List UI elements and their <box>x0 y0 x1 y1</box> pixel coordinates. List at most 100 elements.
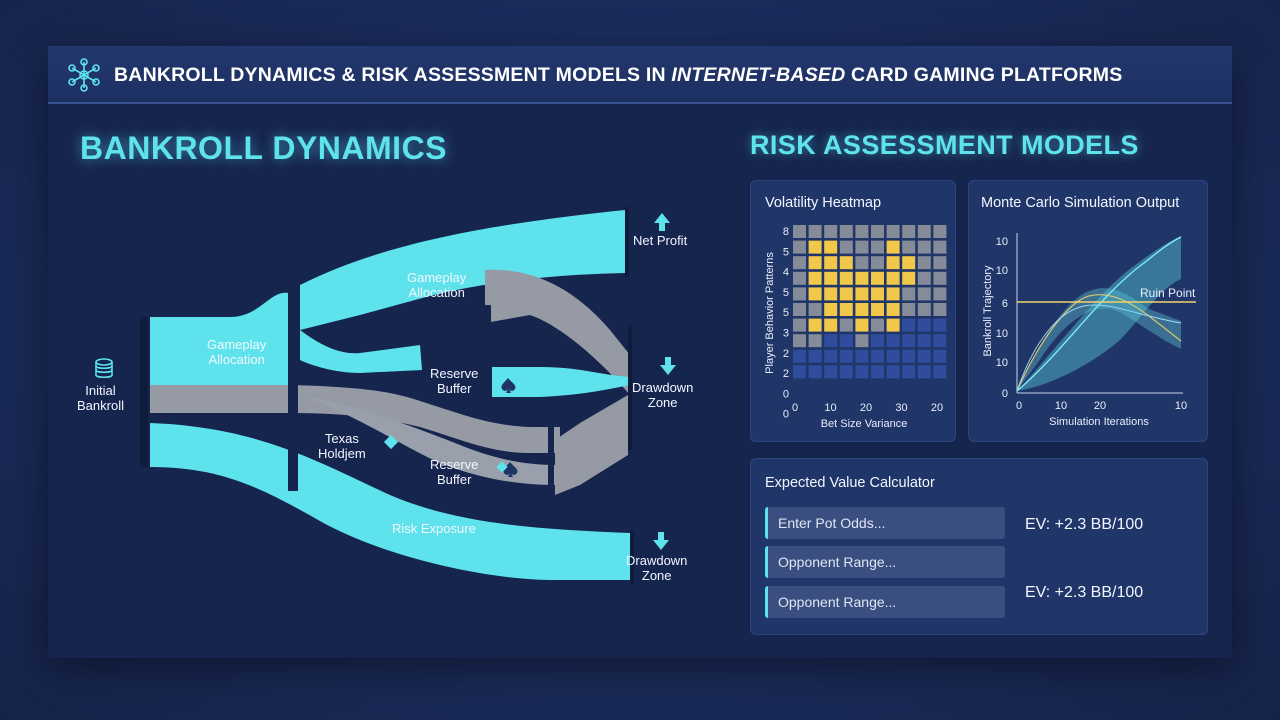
source-band <box>140 317 148 467</box>
mc-y-tick: 10 <box>996 265 1008 277</box>
heatmap-cell <box>855 225 869 238</box>
heatmap-cell <box>933 334 947 348</box>
heatmap-cell <box>793 318 806 332</box>
flow-gray-lower <box>300 395 555 485</box>
heatmap-cell <box>902 271 916 285</box>
heatmap-y-label: Player Behavior Patterns <box>764 252 776 374</box>
pot-odds-input[interactable]: Enter Pot Odds... <box>765 507 1005 539</box>
sink-bar-bottom <box>630 530 634 585</box>
heatmap-cell <box>933 365 947 379</box>
heatmap-cell <box>871 287 884 301</box>
label-gameplay-top: Gameplay Allocation <box>407 270 466 300</box>
divider-left <box>288 291 298 491</box>
heatmap-x-label: Bet Size Variance <box>821 418 908 430</box>
divider-right <box>548 420 554 500</box>
heatmap-x-tick: 20 <box>860 402 872 414</box>
mc-y-label: Bankroll Trajectory <box>982 265 994 357</box>
heatmap-cell <box>793 225 806 238</box>
heatmap-cell <box>793 271 806 285</box>
heatmap-cell <box>855 365 869 379</box>
heatmap-cell <box>886 225 900 238</box>
mc-y-tick: 10 <box>996 357 1008 369</box>
heatmap-cell <box>824 271 838 285</box>
ev-result-2: EV: +2.3 BB/100 <box>1025 584 1144 601</box>
heatmap-y-tick: 5 <box>783 307 789 319</box>
heatmap-x-tick: 10 <box>824 402 836 414</box>
heatmap-cell <box>902 256 916 270</box>
flow-gray-upper <box>485 269 630 395</box>
heatmap-cell <box>839 365 853 379</box>
heatmap-cell <box>839 334 853 348</box>
label-drawdown-bottom-text: Drawdown Zone <box>626 553 688 583</box>
ev-result-1: EV: +2.3 BB/100 <box>1025 516 1144 533</box>
heatmap-cell <box>933 318 947 332</box>
title-bar: BANKROLL DYNAMICS & RISK ASSESSMENT MODE… <box>48 46 1232 104</box>
heatmap-cell <box>839 349 853 363</box>
heatmap-cell <box>839 225 853 238</box>
heatmap-cell <box>917 287 931 301</box>
label-net-profit: Net Profit <box>633 233 688 248</box>
sink-bar-mid <box>628 325 632 450</box>
ev-calculator-card: Expected Value Calculator Enter Pot Odds… <box>750 458 1208 635</box>
opponent-range-input[interactable]: Opponent Range... <box>765 546 1005 578</box>
heatmap-cell <box>855 271 869 285</box>
mc-path-2 <box>1016 294 1182 392</box>
heatmap-cell <box>808 256 822 270</box>
network-nodes-icon <box>68 58 100 92</box>
heatmap-cell <box>902 303 916 316</box>
heatmap-cell <box>902 240 916 254</box>
mc-y-tick: 10 <box>996 236 1008 248</box>
mc-band-lower <box>1017 236 1181 391</box>
heatmap-cell <box>886 287 900 301</box>
heatmap-cell <box>824 240 838 254</box>
mc-y-tick: 0 <box>1002 388 1008 400</box>
heatmap-cell <box>886 240 900 254</box>
heatmap-y-tick: 2 <box>783 368 789 380</box>
heatmap-cell <box>902 225 916 238</box>
heatmap-cell <box>808 365 822 379</box>
heatmap-cell <box>824 287 838 301</box>
heatmap-cell <box>793 334 806 348</box>
heatmap-cell <box>855 240 869 254</box>
mc-path-1 <box>1016 236 1182 392</box>
page-title: BANKROLL DYNAMICS & RISK ASSESSMENT MODE… <box>114 64 1122 87</box>
mc-y-tick: 10 <box>996 328 1008 340</box>
heatmap-cell <box>839 287 853 301</box>
heatmap-y-tick: 4 <box>783 267 789 279</box>
heatmap-cell <box>855 349 869 363</box>
flow-gameplay-left <box>150 292 288 385</box>
heatmap-x-tick: 20 <box>931 402 943 414</box>
heatmap-cell <box>902 349 916 363</box>
heatmap-cell <box>824 225 838 238</box>
label-gameplay-left: Gameplay Allocation <box>207 337 266 367</box>
heatmap-cell <box>855 287 869 301</box>
label-gameplay-left-text: Gameplay Allocation <box>207 337 267 367</box>
heatmap-cell <box>933 225 947 238</box>
heatmap-cell <box>793 287 806 301</box>
title-part-2: CARD GAMING PLATFORMS <box>845 64 1123 86</box>
heatmap-cell <box>839 303 853 316</box>
heatmap-cell <box>886 334 900 348</box>
diamond-icon <box>383 434 399 450</box>
heatmap-cell <box>933 271 947 285</box>
label-initial-bankroll: Initial Bankroll <box>77 383 124 413</box>
heatmap-cell <box>886 271 900 285</box>
heatmap-cell <box>886 256 900 270</box>
divider-mid <box>485 305 491 400</box>
heatmap-cell <box>917 334 931 348</box>
heatmap-y-tick: 2 <box>783 348 789 360</box>
label-texas-holdjem-text: Texas Holdjem <box>318 431 366 461</box>
heatmap-cell <box>886 303 900 316</box>
heatmap-cell <box>855 318 869 332</box>
monte-carlo-title: Monte Carlo Simulation Output <box>981 195 1180 211</box>
mc-x-tick: 20 <box>1094 400 1106 412</box>
heatmap-cell <box>824 256 838 270</box>
heatmap-cell <box>808 349 822 363</box>
heatmap-cell <box>824 303 838 316</box>
opponent-range-input-2[interactable]: Opponent Range... <box>765 586 1005 618</box>
heatmap-cell <box>793 303 806 316</box>
